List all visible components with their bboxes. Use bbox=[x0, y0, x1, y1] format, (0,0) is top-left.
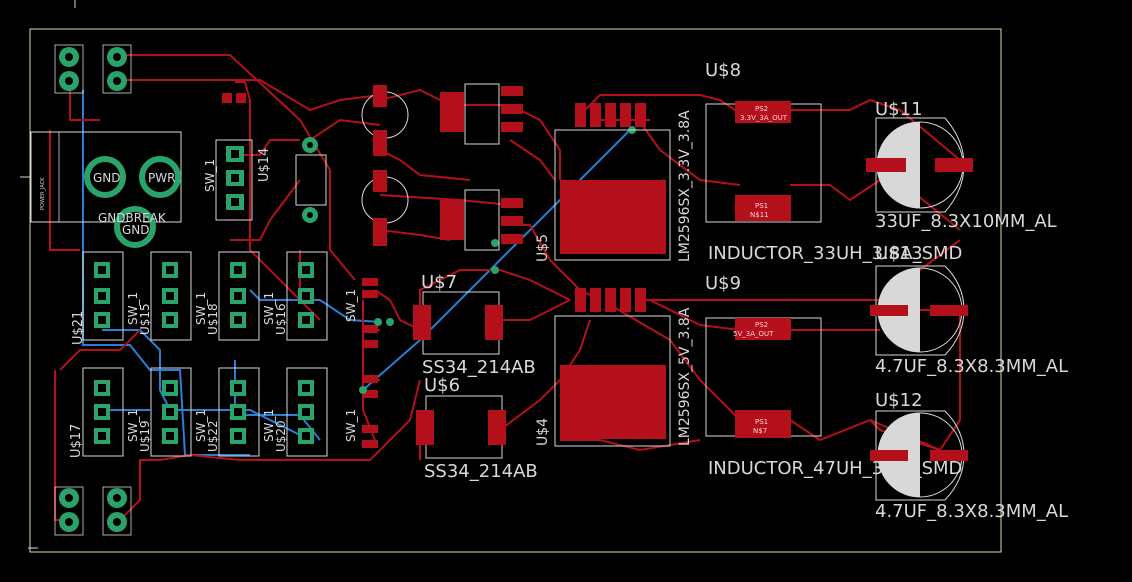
resistor-r1[interactable] bbox=[295, 137, 327, 223]
lm2596-5v[interactable] bbox=[554, 288, 671, 447]
u9-ps1-label: PS1 bbox=[755, 418, 768, 426]
u18-sw-label: SW_1 bbox=[262, 292, 276, 325]
u21-label: U$21 bbox=[71, 311, 86, 345]
u21-sw-label: SW_1 bbox=[126, 292, 140, 325]
board-outline bbox=[29, 28, 1002, 553]
gnd-label: GND bbox=[93, 171, 121, 185]
diode-u6[interactable] bbox=[416, 395, 506, 459]
cap-u12[interactable] bbox=[870, 410, 968, 501]
pwr-label: PWR bbox=[148, 171, 175, 185]
u12-label: U$12 bbox=[875, 390, 923, 411]
u9-ps1-net: N$7 bbox=[753, 427, 767, 435]
lm2596-3v3[interactable] bbox=[554, 103, 671, 261]
u4-part-label: LM2596SX_5V_3.8A bbox=[677, 307, 693, 446]
u5-label: U$5 bbox=[535, 234, 551, 262]
inductor-u8[interactable] bbox=[705, 101, 822, 223]
u16-label: U$16 bbox=[274, 303, 288, 335]
u9-ps2-label: PS2 bbox=[755, 321, 768, 329]
u20-sw-label: SW_1 bbox=[344, 409, 358, 442]
gndbreak-label: GNDBREAK bbox=[98, 211, 167, 225]
u7-part-label: SS34_214AB bbox=[422, 357, 536, 378]
u11-part-label: 33UF_8.3X10MM_AL bbox=[875, 211, 1057, 232]
cap-round-1[interactable] bbox=[361, 85, 409, 156]
u8-label: U$8 bbox=[705, 60, 741, 81]
u18-label: U$18 bbox=[206, 303, 220, 335]
u8-ps1-label: PS1 bbox=[755, 202, 768, 210]
cap-round-2[interactable] bbox=[361, 170, 409, 246]
u8-ps1-net: N$11 bbox=[750, 211, 769, 219]
u17-label: U$17 bbox=[69, 424, 84, 458]
connector-top-left[interactable] bbox=[54, 44, 132, 94]
u6-label: U$6 bbox=[424, 375, 460, 396]
power-jack-label: POWER_JACK bbox=[40, 177, 46, 210]
u15-sw-label: SW_1 bbox=[194, 292, 208, 325]
vias bbox=[359, 126, 636, 394]
inductor-u9[interactable] bbox=[705, 317, 822, 438]
u8-ps2-label: PS2 bbox=[755, 105, 768, 113]
u9-part-label: INDUCTOR_47UH_3.8A_SMD bbox=[708, 458, 962, 479]
small-smd-column[interactable] bbox=[362, 278, 378, 448]
u22-sw-label: SW_1 bbox=[262, 409, 276, 442]
cap-u11[interactable] bbox=[866, 117, 973, 213]
u12-part-label: 4.7UF_8.3X8.3MM_AL bbox=[875, 501, 1068, 522]
u5-part-label: LM2596SX_3.3V_3.8A bbox=[677, 110, 693, 262]
u8-part-label: INDUCTOR_33UH_3.8A_SMD bbox=[708, 243, 962, 264]
u4-label: U$4 bbox=[535, 418, 551, 446]
gndbreak-gnd-label: GND bbox=[122, 223, 150, 237]
u8-ps2-net: 3.3V_3A_OUT bbox=[740, 114, 788, 122]
diode-u7[interactable] bbox=[413, 291, 503, 355]
u16-sw-label: SW_1 bbox=[344, 289, 358, 322]
u22-label: U$22 bbox=[206, 420, 220, 452]
u20-label: U$20 bbox=[274, 420, 288, 452]
regulator-top[interactable] bbox=[440, 83, 523, 145]
u14-sw-label: SW_1 bbox=[203, 159, 217, 192]
switch-grid[interactable] bbox=[82, 251, 328, 457]
u7-label: U$7 bbox=[421, 272, 457, 293]
u17-sw-label: SW_1 bbox=[126, 409, 140, 442]
u13-label: U$13 bbox=[875, 243, 923, 264]
u11-label: U$11 bbox=[875, 99, 923, 120]
cap-u13[interactable] bbox=[870, 265, 968, 356]
power-jack[interactable]: POWER_JACK bbox=[20, 131, 182, 248]
regulator-mid[interactable] bbox=[440, 189, 523, 251]
u13-part-label: 4.7UF_8.3X8.3MM_AL bbox=[875, 356, 1068, 377]
u19-sw-label: SW_1 bbox=[194, 409, 208, 442]
u9-ps2-net: 5V_3A_OUT bbox=[733, 330, 774, 338]
u14-label: U$14 bbox=[257, 148, 272, 182]
u6-part-label: SS34_214AB bbox=[424, 461, 538, 482]
u9-label: U$9 bbox=[705, 273, 741, 294]
connector-bottom-left[interactable] bbox=[54, 486, 132, 536]
u19-label: U$19 bbox=[138, 420, 152, 452]
u15-label: U$15 bbox=[138, 303, 152, 335]
switch-u14[interactable] bbox=[215, 93, 253, 221]
